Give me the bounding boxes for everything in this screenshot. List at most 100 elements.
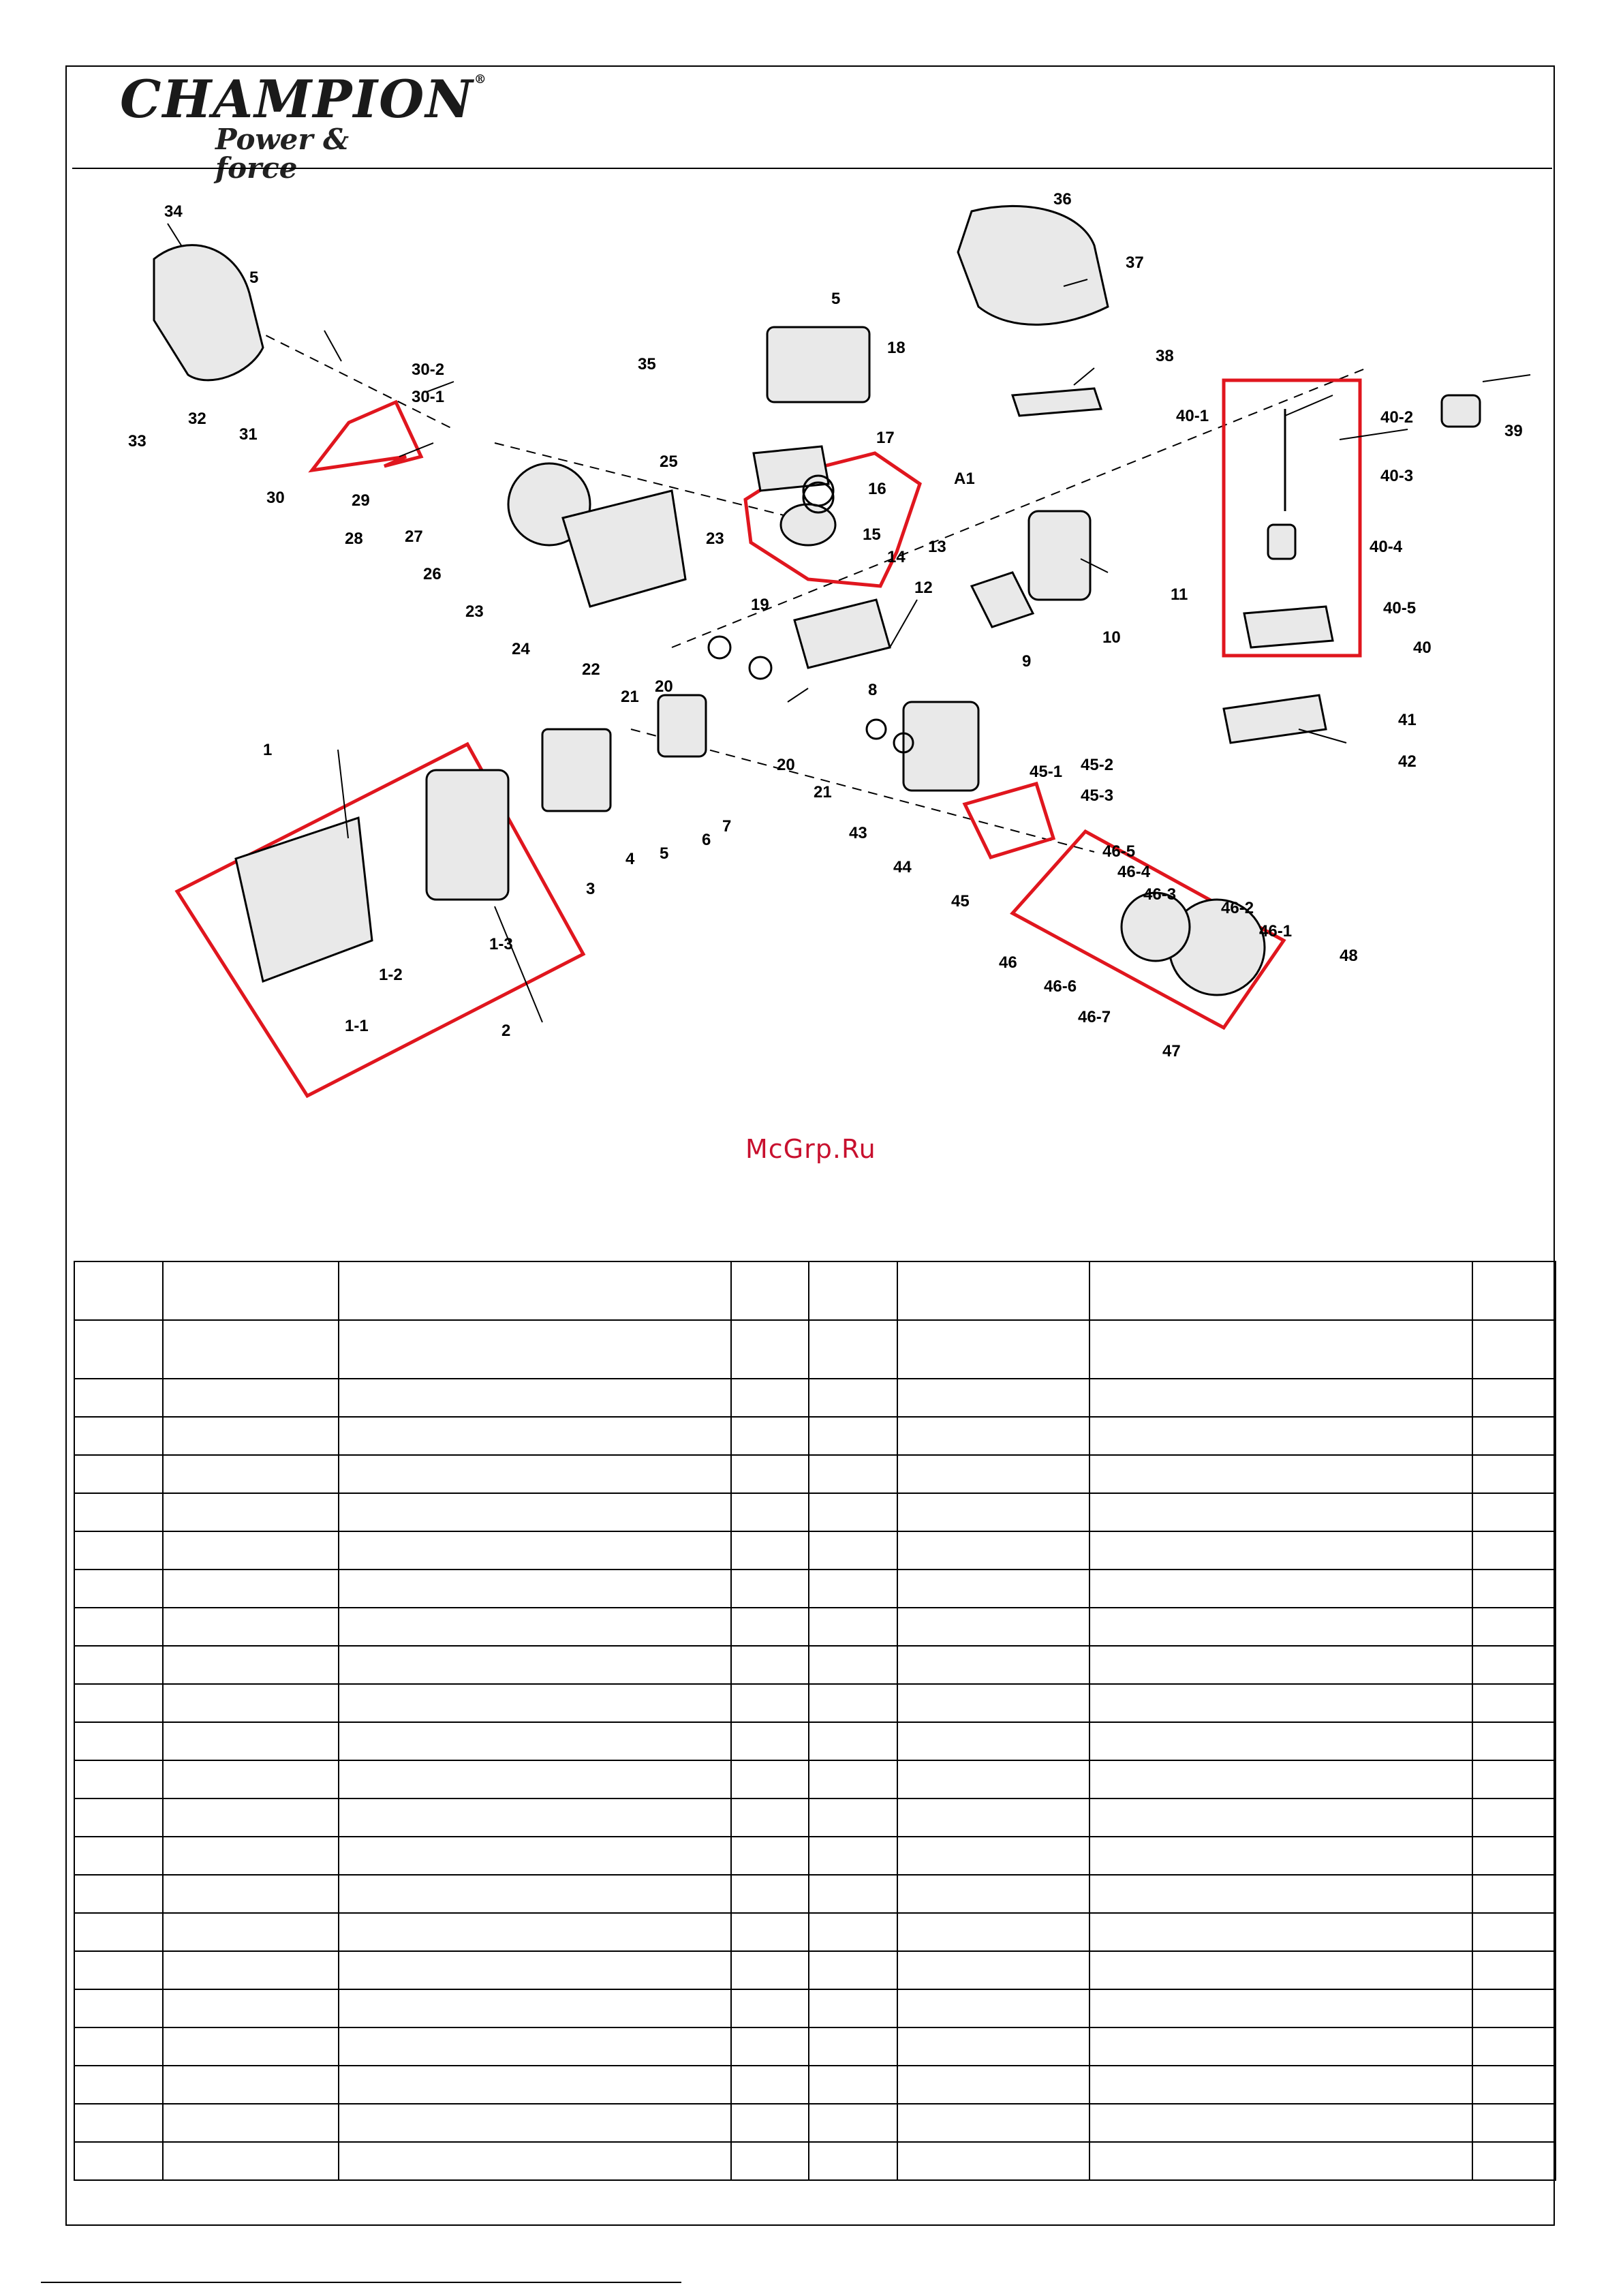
callout-10: 10	[1102, 628, 1121, 647]
callout-29: 29	[352, 491, 370, 510]
callout-1-3: 1-3	[489, 935, 513, 953]
table-cell	[897, 1378, 1090, 1418]
table-cell	[74, 1721, 164, 1761]
table-cell	[74, 1454, 164, 1494]
table-cell	[338, 1607, 732, 1647]
table-cell	[897, 1950, 1090, 1990]
table-cell	[338, 1454, 732, 1494]
exploded-parts-diagram: 34 5 33 32 31 30-2 30-1 30 29 28 27 26 2…	[72, 170, 1552, 1227]
table-cell	[730, 1493, 809, 1532]
callout-32: 32	[188, 410, 206, 428]
callout-42: 42	[1398, 752, 1417, 771]
callout-5: 5	[249, 269, 258, 287]
callout-43: 43	[849, 824, 867, 842]
table-cell	[1472, 1760, 1556, 1799]
table-cell	[730, 2141, 809, 2181]
table-cell	[1472, 2065, 1556, 2104]
table-cell	[897, 2027, 1090, 2066]
table-cell	[338, 1950, 732, 1990]
brand-tagline: Power & force	[215, 123, 350, 185]
table-cell	[338, 2027, 732, 2066]
callout-20b: 20	[777, 756, 795, 774]
table-cell	[808, 1607, 898, 1647]
callout-30-2: 30-2	[412, 361, 444, 379]
table-cell	[338, 1493, 732, 1532]
table-cell	[74, 2065, 164, 2104]
callout-39: 39	[1504, 422, 1523, 440]
callout-11: 11	[1171, 585, 1188, 604]
table-cell	[808, 1760, 898, 1799]
table-cell	[897, 2141, 1090, 2181]
table-cell	[162, 1989, 339, 2028]
callout-40-1: 40-1	[1176, 407, 1209, 425]
table-cell	[1089, 1721, 1473, 1761]
table-cell	[808, 1569, 898, 1608]
table-cell	[1089, 2103, 1473, 2143]
callout-31: 31	[239, 425, 258, 444]
callout-28: 28	[345, 530, 363, 548]
table-cell	[74, 1760, 164, 1799]
table-cell	[1089, 1683, 1473, 1723]
table-cell	[1089, 1836, 1473, 1876]
callout-27: 27	[405, 527, 423, 546]
table-row	[74, 1721, 1556, 1761]
table-cell	[1089, 2027, 1473, 2066]
table-cell	[162, 1836, 339, 1876]
callout-33: 33	[128, 432, 146, 450]
callout-46-7: 46-7	[1078, 1008, 1111, 1026]
callout-23: 23	[706, 530, 724, 548]
callout-30: 30	[266, 489, 285, 507]
table-cell	[162, 1683, 339, 1723]
table-cell	[1089, 1569, 1473, 1608]
table-row	[74, 2065, 1556, 2104]
table-cell	[808, 1874, 898, 1914]
table-cell	[338, 1645, 732, 1685]
table-cell	[730, 1531, 809, 1570]
table-cell	[730, 1950, 809, 1990]
callout-13: 13	[928, 538, 946, 556]
table-cell	[730, 1912, 809, 1952]
table-cell	[808, 2141, 898, 2181]
callout-44: 44	[893, 858, 912, 876]
table-cell	[808, 1378, 898, 1418]
table-cell	[730, 1989, 809, 2028]
table-cell	[1472, 1645, 1556, 1685]
table-cell	[730, 1645, 809, 1685]
table-cell	[808, 1493, 898, 1532]
table-cell	[1472, 1683, 1556, 1723]
table-cell	[74, 1416, 164, 1456]
callout-21b: 21	[814, 783, 832, 801]
table-cell	[730, 1378, 809, 1418]
table-cell	[162, 1912, 339, 1952]
callout-30-1: 30-1	[412, 388, 444, 406]
table-row	[74, 1760, 1556, 1799]
callout-A1: A1	[954, 470, 975, 488]
header-divider	[72, 168, 1552, 169]
table-cell	[808, 1531, 898, 1570]
callout-20: 20	[655, 677, 673, 696]
table-cell	[1472, 1836, 1556, 1876]
table-cell	[808, 2027, 898, 2066]
table-cell	[338, 1261, 732, 1321]
table-cell	[74, 2027, 164, 2066]
table-row	[74, 2103, 1556, 2143]
callout-1-1: 1-1	[345, 1017, 369, 1035]
table-cell	[162, 1319, 339, 1379]
callout-15: 15	[863, 525, 881, 544]
table-cell	[74, 1261, 164, 1321]
table-cell	[74, 1569, 164, 1608]
table-cell	[897, 1683, 1090, 1723]
table-cell	[162, 2141, 339, 2181]
table-cell	[897, 2103, 1090, 2143]
callout-40: 40	[1413, 639, 1432, 657]
table-cell	[162, 1378, 339, 1418]
callout-45-1: 45-1	[1030, 763, 1062, 781]
table-cell	[1089, 1261, 1473, 1321]
table-cell	[74, 1683, 164, 1723]
table-cell	[1089, 1493, 1473, 1532]
callout-34: 34	[164, 202, 183, 221]
table-cell	[1089, 1416, 1473, 1456]
table-cell	[338, 1569, 732, 1608]
table-cell	[1089, 2141, 1473, 2181]
table-cell	[1089, 2065, 1473, 2104]
